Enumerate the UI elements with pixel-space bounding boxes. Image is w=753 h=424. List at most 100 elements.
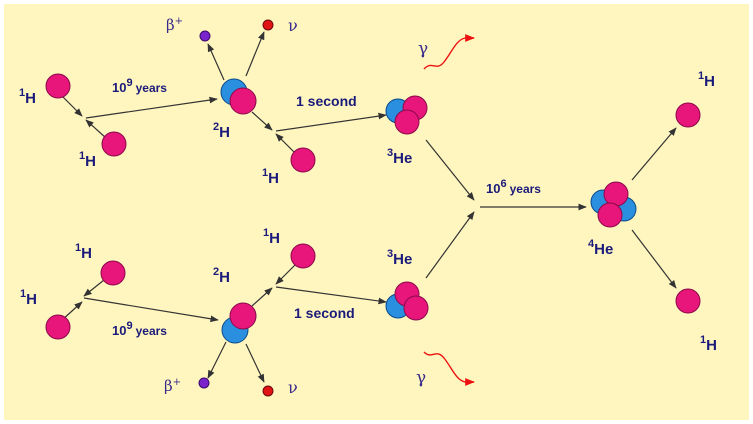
svg-text:1H: 1H (20, 288, 37, 308)
capture-time-bottom: 1 second (294, 305, 355, 321)
pp-time-unit-bottom: years (136, 324, 168, 338)
proton-deuterium-top (229, 87, 257, 115)
h-mass-bottom-c: 1 (263, 227, 269, 239)
he3-symbol-bottom: He (393, 251, 412, 268)
proton-h1-top-b (101, 131, 127, 157)
he3-mass-bottom: 3 (387, 248, 393, 260)
proton-h1-top-a (45, 73, 71, 99)
h-symbol-bottom-a: H (81, 245, 92, 262)
h-mass-bottom-b: 1 (20, 288, 26, 300)
arrow-to-he3-top (275, 112, 387, 132)
h-symbol-bottom-b: H (26, 291, 37, 308)
pp-time-exp-top: 9 (126, 77, 132, 89)
svg-text:1H: 1H (75, 242, 92, 262)
svg-text:1H: 1H (698, 70, 715, 90)
he4-mass: 4 (588, 238, 595, 250)
background-panel (4, 4, 749, 420)
arrow-he3-bottom-to-merge (425, 211, 475, 279)
arrow-to-h-out-bottom (631, 229, 677, 289)
neutrino-label-top: ν (288, 16, 298, 35)
gamma-label-top: γ (418, 39, 428, 59)
svg-text:1H: 1H (79, 150, 96, 170)
d-mass-bottom: 2 (213, 266, 219, 278)
arrow-to-neutrino-bottom (245, 343, 265, 383)
h-mass-top-c: 1 (262, 167, 268, 179)
proton-h-out-top (675, 102, 701, 128)
gamma-label-bottom: γ (416, 368, 426, 388)
arrow-to-h-out-top (631, 127, 677, 181)
proton-h1-bottom-a (100, 260, 126, 286)
he-time-base: 10 (486, 181, 500, 196)
h-mass-top-b: 1 (79, 150, 85, 162)
h-out-symbol-bottom: H (706, 337, 717, 354)
pp-time-base-top: 10 (112, 80, 126, 95)
positron-top (199, 30, 211, 42)
pp-time-exp-bottom: 9 (126, 320, 132, 332)
svg-text:3He: 3He (387, 248, 412, 268)
svg-text:β+: β+ (164, 377, 181, 395)
h-symbol-bottom-c: H (269, 230, 280, 247)
h-out-mass-bottom: 1 (700, 334, 706, 346)
positron-sign-bottom: + (173, 377, 181, 388)
pp-time-unit-top: years (136, 81, 168, 95)
h-out-mass-top: 1 (698, 70, 704, 82)
svg-text:2H: 2H (213, 266, 230, 286)
h-symbol-top-a: H (25, 90, 36, 107)
svg-text:3He: 3He (387, 147, 412, 167)
h-mass-top-a: 1 (19, 87, 25, 99)
gamma-arrow-bottom (423, 351, 475, 386)
svg-text:1H: 1H (262, 167, 279, 187)
h-symbol-top-b: H (85, 153, 96, 170)
arrow-to-positron-bottom (207, 341, 227, 379)
arrow-h2-to-merge-top (85, 119, 107, 139)
arrow-to-positron-top (207, 43, 225, 81)
proton-he4-b (597, 202, 623, 228)
pp-time-base-bottom: 10 (112, 323, 126, 338)
arrow-to-he3-bottom (275, 286, 387, 305)
positron-bottom (198, 377, 210, 389)
positron-label-top: β (166, 16, 175, 34)
he3-mass-top: 3 (387, 147, 393, 159)
arrow-he3-top-to-merge (425, 139, 475, 201)
arrow-h3-to-merge-bottom (275, 261, 299, 285)
proton-he4-a (603, 181, 629, 207)
he-time-unit: years (510, 182, 542, 196)
positron-sign-top: + (175, 16, 183, 27)
proton-deuterium-bottom (229, 302, 257, 330)
proton-he3-top-b (394, 109, 420, 135)
svg-text:β+: β+ (166, 16, 183, 34)
proton-h1-top-c (290, 147, 316, 173)
proton-h-out-bottom (675, 288, 701, 314)
he3-symbol-top: He (393, 150, 412, 167)
arrow-to-deuterium-top (85, 96, 218, 119)
arrow-h1-to-merge-bottom (83, 279, 105, 297)
neutrino-top (262, 19, 274, 31)
d-symbol-top: H (219, 124, 230, 141)
svg-text:4He: 4He (588, 238, 613, 258)
proton-he3-bottom-b (403, 295, 429, 321)
arrow-to-neutrino-top (245, 31, 265, 77)
positron-label-bottom: β (164, 377, 173, 395)
h-symbol-top-c: H (268, 170, 279, 187)
svg-text:1H: 1H (263, 227, 280, 247)
h-out-symbol-top: H (704, 73, 715, 90)
neutrino-bottom (262, 385, 274, 397)
neutrino-label-bottom: ν (288, 378, 298, 397)
proton-h1-bottom-b (45, 314, 71, 340)
he-time-exp: 6 (500, 178, 506, 190)
arrow-h1-to-merge-top (61, 95, 83, 117)
capture-time-top: 1 second (296, 93, 357, 109)
arrow-d-to-merge-bottom (251, 287, 273, 307)
he4-symbol: He (594, 241, 613, 258)
gamma-arrow-top (423, 34, 475, 70)
svg-text:1H: 1H (700, 334, 717, 354)
arrow-d-to-merge-top (251, 111, 273, 131)
svg-text:2H: 2H (213, 121, 230, 141)
